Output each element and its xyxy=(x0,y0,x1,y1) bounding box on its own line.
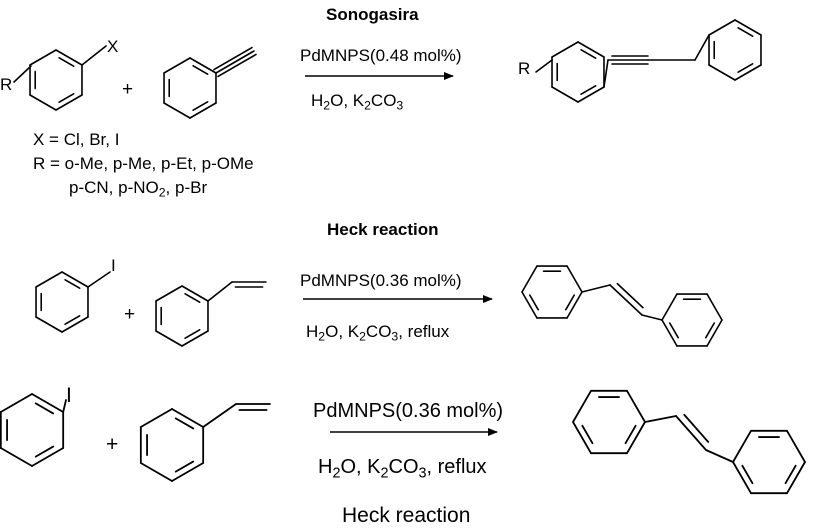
substituent-note-x: X = Cl, Br, I xyxy=(33,130,120,149)
iodo-label: I xyxy=(111,256,116,275)
aryl-halide-benzene-ring xyxy=(13,45,107,111)
stilbene-benzene-ring xyxy=(521,265,583,319)
conditions-label: H2O, K2CO3, reflux xyxy=(306,322,450,344)
stilbene-benzene-ring xyxy=(661,293,723,347)
conditions-label: H2O, K2CO3 xyxy=(311,91,404,113)
plus-sign: + xyxy=(106,433,119,456)
styrene-benzene-ring xyxy=(155,285,209,347)
stilbene-benzene-ring xyxy=(572,389,646,455)
vinyl-double-bond xyxy=(202,403,271,428)
stilbene-benzene-ring xyxy=(732,429,806,495)
product-phenyl-ring xyxy=(708,19,762,81)
alkyne-bond xyxy=(603,34,710,88)
substituent-note-r1: R = o-Me, p-Me, p-Et, p-OMe xyxy=(33,154,254,173)
plus-sign: + xyxy=(124,304,136,325)
iodo-label: I xyxy=(66,384,72,407)
iodobenzene-ring xyxy=(0,393,67,467)
vinyl-double-bond xyxy=(207,281,267,302)
heck-title: Heck reaction xyxy=(327,220,439,239)
iodobenzene-ring xyxy=(35,271,111,333)
aryl-halide-x-label: X xyxy=(107,37,119,56)
styrene-benzene-ring xyxy=(139,408,205,482)
catalyst-label: PdMNPS(0.36 mol%) xyxy=(313,400,504,422)
aryl-halide-r-label: R xyxy=(0,75,13,94)
catalyst-label: PdMNPS(0.36 mol%) xyxy=(300,271,462,290)
scheme-caption: Heck reaction xyxy=(342,504,471,527)
alkene-double-bond xyxy=(581,282,663,321)
alkene-double-bond xyxy=(644,413,734,463)
plus-sign: + xyxy=(122,79,134,100)
substituent-note-r2: p-CN, p-NO2, p-Br xyxy=(69,178,208,200)
sonogashira-title: Sonogasira xyxy=(326,5,419,24)
product-aryl-ring xyxy=(535,41,605,103)
conditions-label: H2O, K2CO3, reflux xyxy=(318,456,487,482)
phenylacetylene-benzene-ring xyxy=(163,57,217,119)
product-r-label: R xyxy=(518,59,531,78)
alkyne-bond xyxy=(213,46,257,78)
catalyst-label: PdMNPS(0.48 mol%) xyxy=(300,46,462,65)
